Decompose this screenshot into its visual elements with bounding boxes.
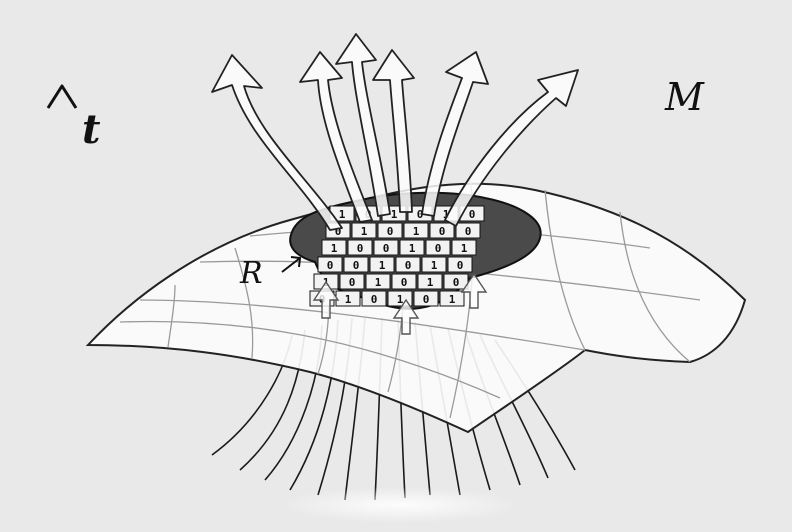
time-axis-arrow xyxy=(48,86,76,295)
region-cell-value: 1 xyxy=(461,242,468,255)
region-cell-value: 0 xyxy=(405,259,412,272)
region-cell-value: 1 xyxy=(431,259,438,272)
region-cell-value: 0 xyxy=(469,208,476,221)
region-cell-value: 1 xyxy=(379,259,386,272)
manifold-label: M xyxy=(664,75,705,119)
region-cell-value: 0 xyxy=(357,242,364,255)
region-cell-value: 0 xyxy=(453,276,460,289)
region-cell-value: 0 xyxy=(465,225,472,238)
region-cell-value: 0 xyxy=(423,293,430,306)
region-cell-value: 1 xyxy=(375,276,382,289)
region-cell-value: 1 xyxy=(449,293,456,306)
region-cell-value: 0 xyxy=(401,276,408,289)
region-cell-value: 1 xyxy=(339,208,346,221)
region-cell-value: 0 xyxy=(457,259,464,272)
region-cell-value: 1 xyxy=(361,225,368,238)
time-axis-label: t xyxy=(82,106,101,153)
region-label: R xyxy=(239,256,263,291)
region-cell-value: 0 xyxy=(439,225,446,238)
region-cell-value: 0 xyxy=(383,242,390,255)
region-cell-value: 1 xyxy=(345,293,352,306)
region-cell-value: 0 xyxy=(349,276,356,289)
region-cell-value: 1 xyxy=(409,242,416,255)
region-cell-value: 0 xyxy=(327,259,334,272)
region-cell-value: 1 xyxy=(391,208,398,221)
base-glow xyxy=(280,487,520,523)
region-cell-value: 0 xyxy=(435,242,442,255)
region-cell-value: 0 xyxy=(353,259,360,272)
region-cell-value: 1 xyxy=(331,242,338,255)
flow-arrow xyxy=(336,34,390,216)
region-cell-value: 1 xyxy=(413,225,420,238)
region-cell-value: 1 xyxy=(427,276,434,289)
region-cell-value: 0 xyxy=(371,293,378,306)
region-cell-value: 0 xyxy=(387,225,394,238)
